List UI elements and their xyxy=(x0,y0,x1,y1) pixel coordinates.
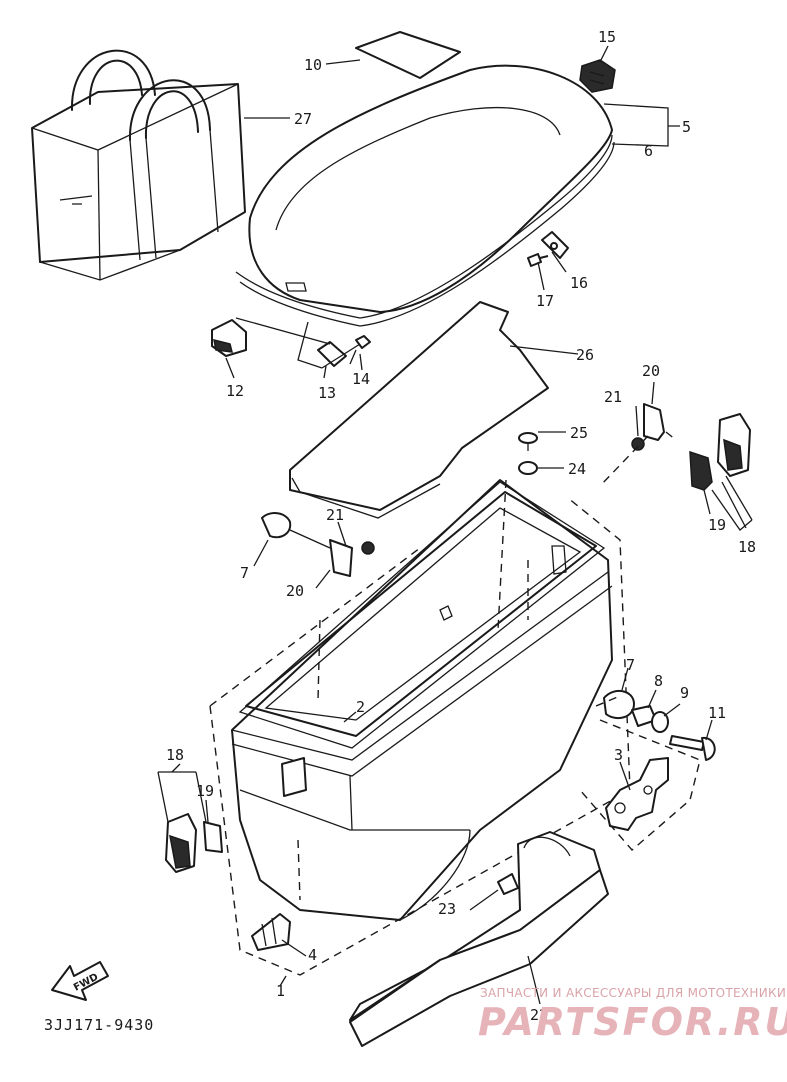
label-part-25: 25 xyxy=(570,424,588,442)
bolt-11 xyxy=(669,735,716,761)
label-part-19-right: 19 xyxy=(708,516,726,534)
label-part-4: 4 xyxy=(308,946,317,964)
label-part-14: 14 xyxy=(352,370,370,388)
label-part-10: 10 xyxy=(304,56,322,74)
watermark-logo: PARTSFOR.RU xyxy=(478,1000,787,1044)
label-part-2: 2 xyxy=(356,698,365,716)
label-part-9: 9 xyxy=(680,684,689,702)
lid-pad xyxy=(355,31,461,79)
bracket-19-left xyxy=(203,821,223,853)
screw-14 xyxy=(355,335,371,349)
bracket-3 xyxy=(605,757,669,831)
label-part-20-left: 20 xyxy=(286,582,304,600)
label-part-18-right: 18 xyxy=(738,538,756,556)
label-part-18-left: 18 xyxy=(166,746,184,764)
label-part-17: 17 xyxy=(536,292,554,310)
label-part-15: 15 xyxy=(598,28,616,46)
main-case xyxy=(231,479,613,921)
plate-13 xyxy=(317,341,347,367)
label-part-7-left: 7 xyxy=(240,564,249,582)
diagram-code: 3JJ171-9430 xyxy=(44,1016,155,1034)
pad-4 xyxy=(251,913,291,951)
bracket-20-left xyxy=(329,539,353,577)
label-part-11: 11 xyxy=(708,704,726,722)
label-part-6: 6 xyxy=(644,142,653,160)
inner-bag xyxy=(31,49,246,281)
hinge-part-15 xyxy=(579,59,616,93)
washer-24 xyxy=(518,461,538,475)
label-part-23: 23 xyxy=(438,900,456,918)
label-part-7-right: 7 xyxy=(626,656,635,674)
label-part-1: 1 xyxy=(276,982,285,1000)
label-part-22: 22 xyxy=(530,1006,548,1024)
label-part-12: 12 xyxy=(226,382,244,400)
liner-mat xyxy=(289,301,549,519)
label-part-13: 13 xyxy=(318,384,336,402)
nut-21-top xyxy=(631,437,645,451)
screw-17 xyxy=(527,253,549,267)
label-part-24: 24 xyxy=(568,460,586,478)
bolt-25 xyxy=(518,432,538,451)
grommet-7-right xyxy=(603,689,635,720)
cap-23 xyxy=(497,873,519,895)
label-part-8: 8 xyxy=(654,672,663,690)
label-part-16: 16 xyxy=(570,274,588,292)
label-part-19-left: 19 xyxy=(196,782,214,800)
watermark-tagline: ЗАПЧАСТИ И АКСЕССУАРЫ ДЛЯ МОТОТЕХНИКИ xyxy=(480,986,787,1000)
label-part-21-top: 21 xyxy=(604,388,622,406)
label-part-20-top: 20 xyxy=(642,362,660,380)
label-part-26: 26 xyxy=(576,346,594,364)
bumper-rail xyxy=(349,831,609,1047)
forward-arrow-icon: FWD xyxy=(51,961,109,1001)
label-part-5: 5 xyxy=(682,118,691,136)
bracket-20-top xyxy=(643,403,665,441)
lid xyxy=(235,64,615,327)
label-part-3: 3 xyxy=(614,746,623,764)
washer-9 xyxy=(651,711,669,733)
label-part-21-left: 21 xyxy=(326,506,344,524)
grommet-7-left xyxy=(261,512,292,539)
label-part-27: 27 xyxy=(294,110,312,128)
nut-21-left xyxy=(361,541,375,555)
assembly-outline xyxy=(209,497,631,976)
